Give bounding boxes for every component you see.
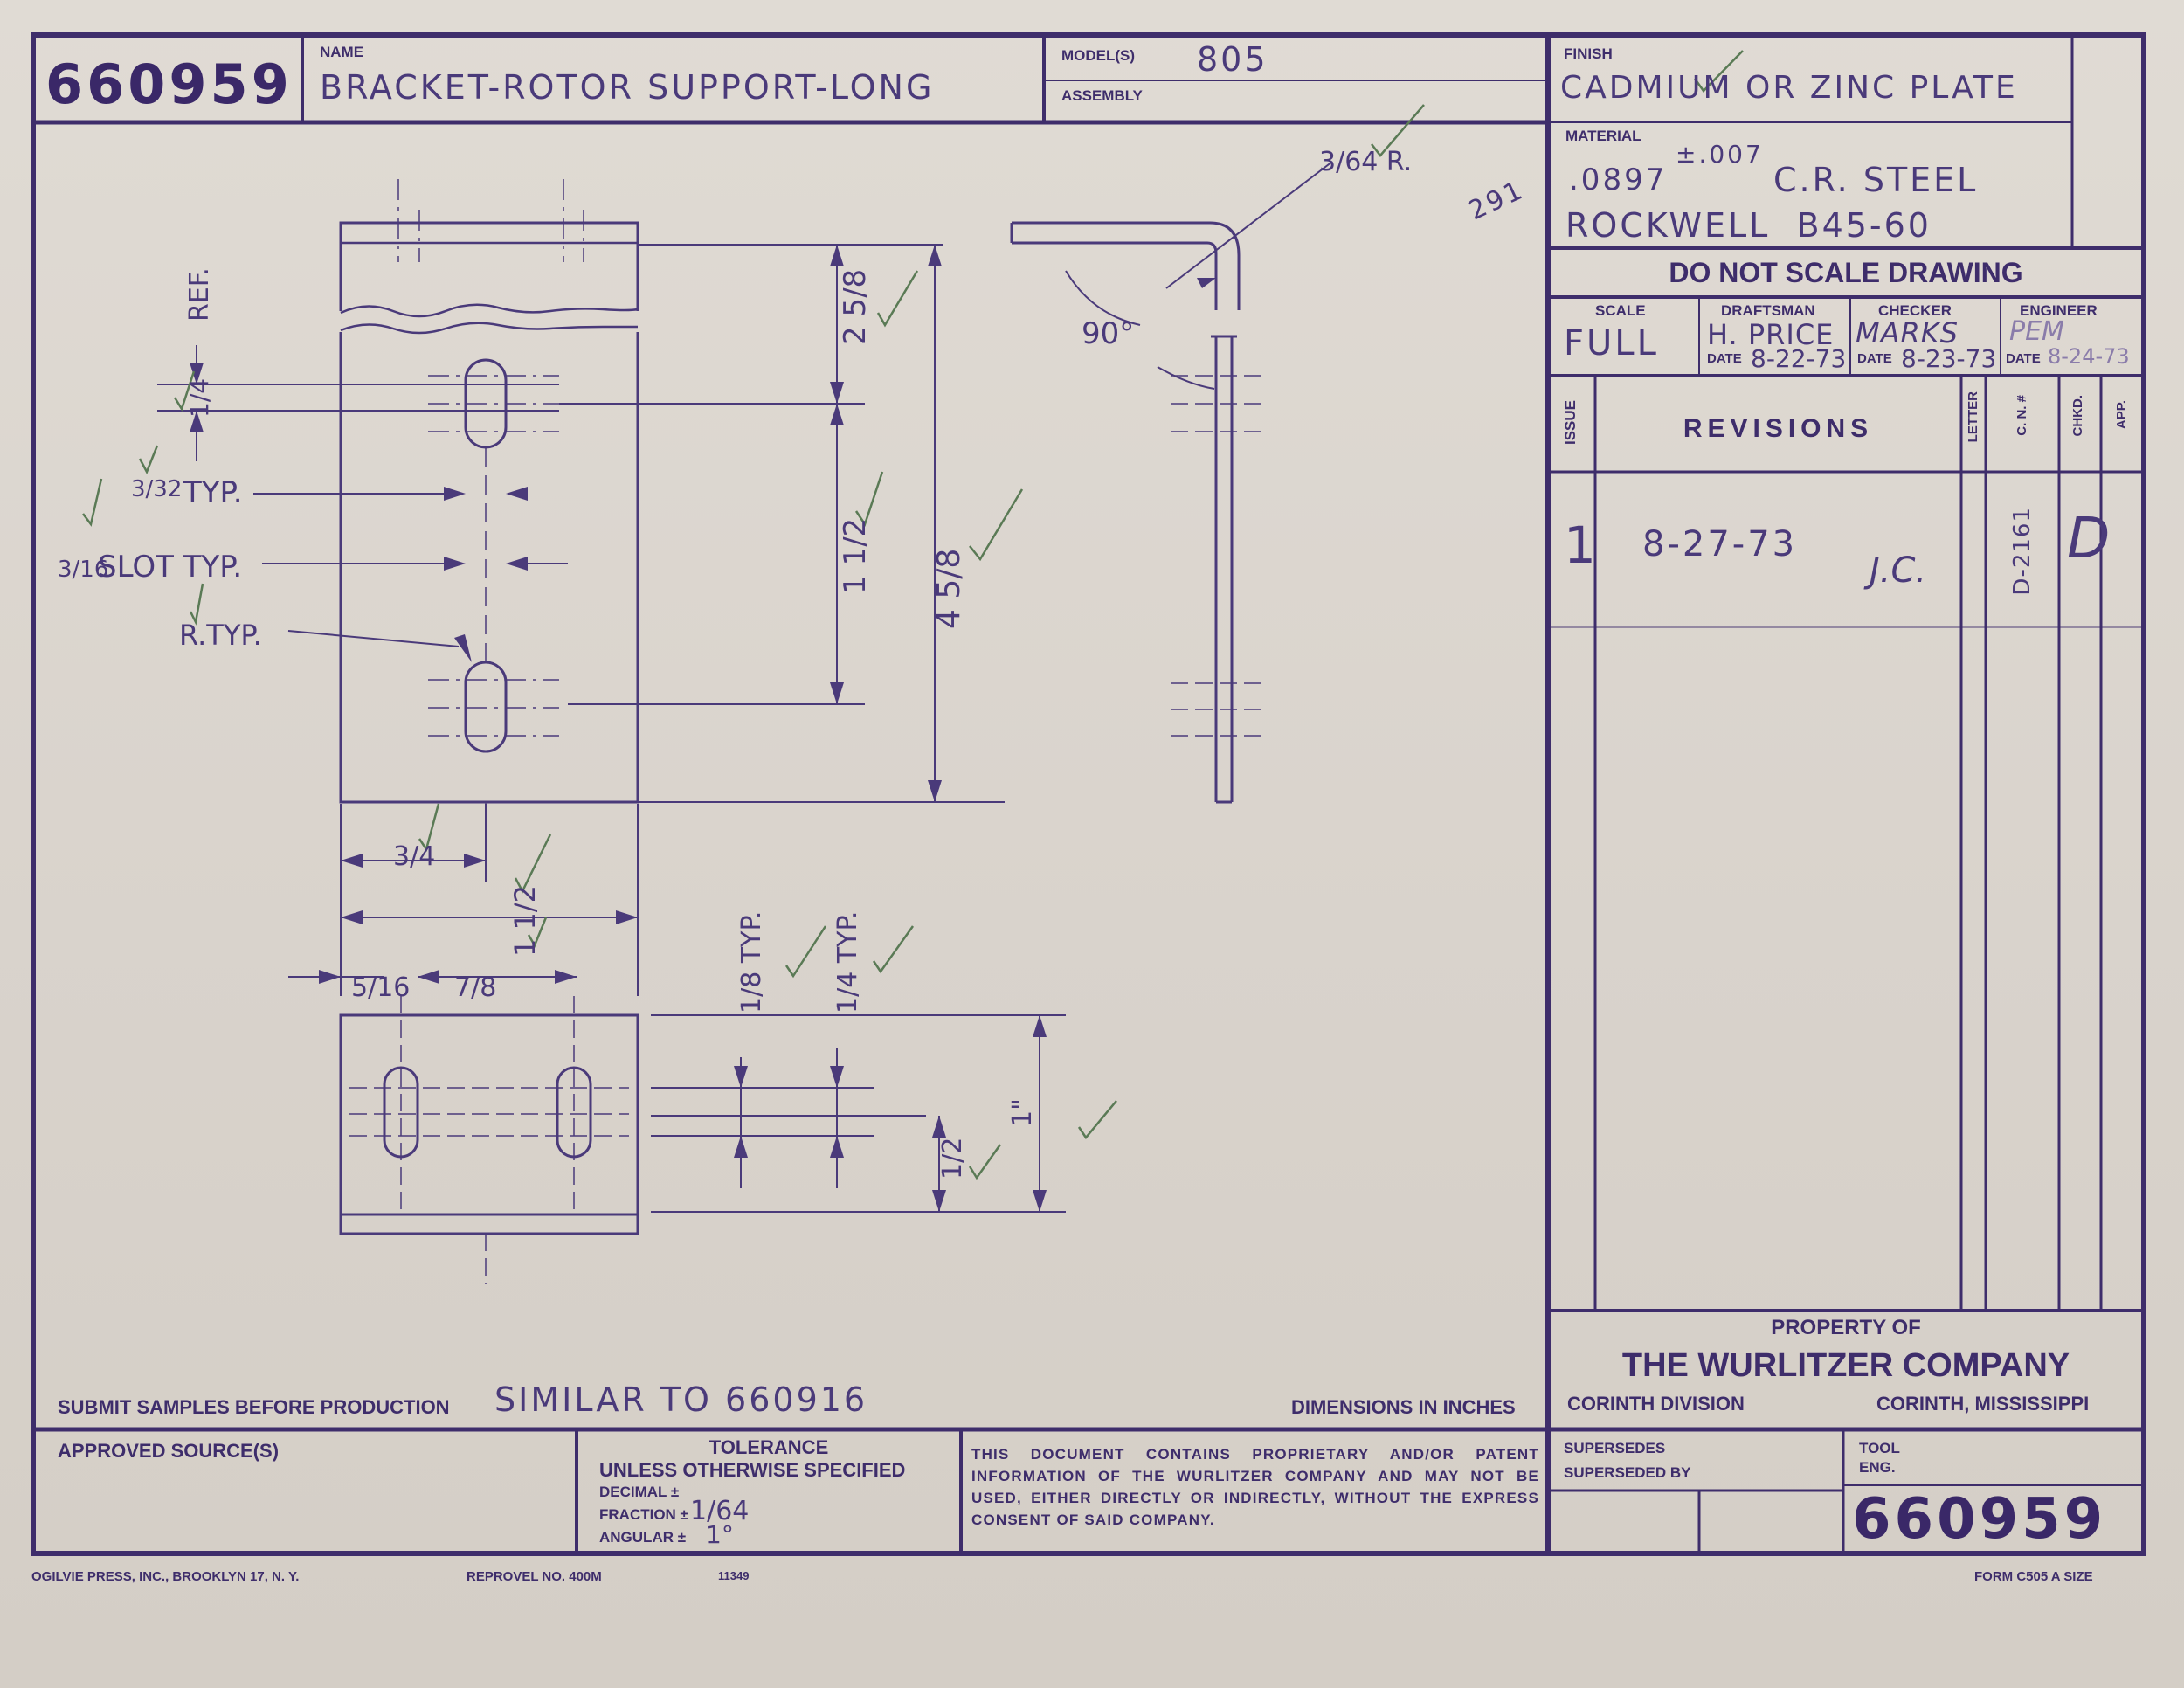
app-label: APP. — [2114, 400, 2129, 430]
dim-1-2: 1/2 — [937, 1138, 968, 1180]
frac-3-32: 3/32 — [131, 476, 182, 502]
finish-label: FINISH — [1564, 45, 1613, 62]
part-number-bottom: 660959 — [1852, 1487, 2107, 1552]
decimal-label: DECIMAL ± — [599, 1484, 680, 1500]
letter-label: LETTER — [1966, 391, 1980, 443]
material-thickness: .0897 — [1569, 163, 1668, 197]
angular-value: 1° — [706, 1520, 734, 1549]
draftsman-date-label: DATE — [1707, 351, 1742, 366]
angular-label: ANGULAR ± — [599, 1529, 687, 1546]
revision-cn: D-2161 — [2009, 507, 2035, 596]
dim-3-4: 3/4 — [393, 841, 435, 872]
scale-value: FULL — [1564, 323, 1659, 363]
draftsman-label: DRAFTSMAN — [1721, 302, 1815, 319]
assembly-label: ASSEMBLY — [1061, 87, 1143, 104]
dim-4-5-8: 4 5/8 — [931, 549, 967, 629]
dim-2-5-8: 2 5/8 — [838, 269, 873, 345]
dim-1in: 1" — [1007, 1098, 1038, 1127]
chkd-label: CHKD. — [2070, 395, 2085, 437]
approved-sources: APPROVED SOURCE(S) — [58, 1440, 280, 1462]
reprovel-number: REPROVEL NO. 400M — [467, 1569, 602, 1584]
form-number: FORM C505 A SIZE — [1974, 1569, 2093, 1584]
dim-1-1-2b: 1 1/2 — [508, 885, 542, 957]
revision-date: 8-27-73 — [1642, 524, 1798, 564]
revisions-title: REVISIONS — [1683, 414, 1874, 443]
material-steel: C.R. STEEL — [1773, 161, 1979, 199]
engineer-label: ENGINEER — [2020, 302, 2098, 319]
dim-1-4-typ: 1/4 TYP. — [833, 911, 863, 1013]
material-hardness: ROCKWELL B45-60 — [1565, 206, 1932, 245]
superseded-by-label: SUPERSEDED BY — [1564, 1464, 1691, 1481]
supersedes-label: SUPERSEDES — [1564, 1440, 1666, 1456]
tolerance-sub: UNLESS OTHERWISE SPECIFIED — [599, 1459, 906, 1481]
property-of: PROPERTY OF — [1771, 1316, 1921, 1339]
dim-1-8-typ: 1/8 TYP. — [736, 911, 767, 1013]
fraction-value: 1/64 — [690, 1496, 750, 1526]
cn-label: C. N. # — [2015, 395, 2029, 436]
dim-7-8: 7/8 — [454, 972, 496, 1003]
dimensions-in-inches: DIMENSIONS IN INCHES — [1291, 1396, 1516, 1418]
fraction-label: FRACTION ± — [599, 1506, 688, 1523]
revision-chkd: D — [2067, 507, 2113, 571]
issue-label: ISSUE — [1562, 400, 1579, 446]
proprietary-notice: THIS DOCUMENT CONTAINS PROPRIETARY AND/O… — [971, 1446, 1539, 1528]
scale-label: SCALE — [1595, 302, 1646, 319]
engineer-value: PEM — [2009, 316, 2064, 347]
dim-1-1-2: 1 1/2 — [838, 518, 873, 594]
dim-5-16: 5/16 — [351, 972, 410, 1003]
tool-label: TOOL — [1859, 1440, 1900, 1456]
finish-value: CADMIUM OR ZINC PLATE — [1560, 70, 2018, 106]
checker-date-label: DATE — [1857, 351, 1892, 366]
checker-value: MARKS — [1856, 316, 1959, 349]
typ-3-32: TYP. — [183, 475, 243, 510]
name-value: BRACKET-ROTOR SUPPORT-LONG — [320, 68, 935, 107]
ref-label: REF. — [184, 267, 215, 322]
checker-date: 8-23-73 — [1901, 344, 1997, 373]
company-name: THE WURLITZER COMPANY — [1621, 1347, 2070, 1384]
engineer-date: 8-24-73 — [2048, 344, 2130, 369]
do-not-scale-notice: DO NOT SCALE DRAWING — [1669, 257, 2023, 288]
draftsman-value: H. PRICE — [1707, 318, 1835, 351]
location: CORINTH, MISSISSIPPI — [1876, 1393, 2090, 1415]
name-label: NAME — [320, 44, 364, 60]
slot-typ: SLOT TYP. — [98, 550, 242, 585]
ref-frac: 1/4 — [185, 378, 214, 418]
tolerance-title: TOLERANCE — [708, 1436, 829, 1458]
r-typ: R.TYP. — [179, 619, 262, 652]
print-code: 11349 — [718, 1569, 750, 1582]
draftsman-date: 8-22-73 — [1751, 344, 1847, 373]
frac-3-16: 3/16 — [58, 557, 108, 583]
models-value: 805 — [1197, 40, 1268, 79]
revision-initials: J.C. — [1870, 550, 1927, 591]
engineer-date-label: DATE — [2006, 351, 2041, 366]
models-label: MODEL(S) — [1061, 47, 1136, 64]
material-label: MATERIAL — [1565, 128, 1641, 144]
similar-to: SIMILAR TO 660916 — [494, 1380, 868, 1419]
eng-label: ENG. — [1859, 1459, 1896, 1476]
bend-radius: 3/64 R. — [1319, 147, 1412, 177]
part-number-top: 660959 — [45, 52, 293, 116]
printer-imprint: OGILVIE PRESS, INC., BROOKLYN 17, N. Y. — [31, 1569, 300, 1584]
bend-angle: 90° — [1082, 316, 1134, 351]
division: CORINTH DIVISION — [1567, 1393, 1745, 1415]
revision-issue: 1 — [1564, 515, 1599, 575]
material-tolerance: ±.007 — [1676, 140, 1764, 169]
submit-samples: SUBMIT SAMPLES BEFORE PRODUCTION — [58, 1396, 450, 1418]
checker-label: CHECKER — [1878, 302, 1952, 319]
